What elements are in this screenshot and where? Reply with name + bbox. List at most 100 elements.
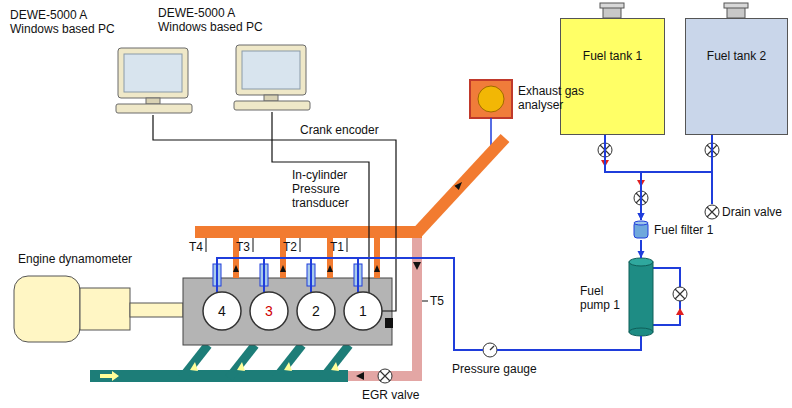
thermocouple bbox=[253, 238, 254, 252]
part-label: Crank encoder bbox=[300, 123, 379, 137]
intake-runner bbox=[182, 345, 208, 378]
node-text: Fuel tank 2 bbox=[686, 19, 787, 63]
signal-wire bbox=[272, 112, 369, 293]
thermocouple bbox=[422, 301, 428, 302]
fuel-line bbox=[264, 258, 483, 350]
pump-symbol bbox=[629, 328, 653, 336]
egr-valve-symbol bbox=[380, 371, 390, 381]
part-label: T5 bbox=[430, 294, 444, 308]
signal-wire bbox=[153, 115, 396, 311]
egr-valve-symbol bbox=[378, 369, 392, 383]
flow-arrow bbox=[190, 362, 198, 371]
node-text: Pressure gauge bbox=[452, 340, 542, 376]
fuel-line bbox=[712, 135, 713, 204]
pump-symbol bbox=[629, 262, 653, 332]
engine-block bbox=[183, 278, 392, 345]
sample-probe bbox=[490, 118, 492, 147]
part-label: T4 bbox=[189, 240, 203, 254]
node-text: Fuel pump 1 bbox=[580, 258, 625, 312]
intake-runner bbox=[276, 345, 302, 378]
fuel-line bbox=[638, 135, 713, 220]
fuel-line bbox=[711, 135, 713, 204]
flow-arrow bbox=[331, 362, 339, 371]
thermocouple bbox=[206, 238, 207, 252]
fuel-line bbox=[217, 258, 483, 350]
node-text: 1 bbox=[343, 291, 383, 331]
tank-cap bbox=[600, 3, 624, 8]
analyser-dial bbox=[478, 86, 504, 112]
flow-arrow bbox=[454, 182, 462, 190]
flow-arrow bbox=[100, 371, 119, 381]
node-text: 2 bbox=[296, 291, 336, 331]
computer: DEWE-5000 A Windows based PC bbox=[155, 4, 315, 112]
part-label: EGR valve bbox=[362, 388, 419, 402]
fuel-line bbox=[605, 135, 645, 220]
arrow-head bbox=[638, 213, 645, 220]
monitor-case bbox=[118, 48, 188, 98]
part-label: In-cylinder Pressure transducer bbox=[292, 168, 368, 210]
cylinder-outline bbox=[344, 292, 382, 330]
thermocouple bbox=[347, 238, 348, 252]
cylinder-outline bbox=[203, 292, 241, 330]
node-text: DEWE-5000 A Windows based PC bbox=[8, 6, 115, 36]
fuel-line bbox=[638, 240, 645, 258]
flow-arrow bbox=[413, 262, 421, 270]
flow-arrow bbox=[676, 308, 684, 315]
fuel-line bbox=[605, 135, 641, 220]
node-text: DEWE-5000 A Windows based PC bbox=[155, 4, 263, 34]
exhaust-pipe bbox=[416, 138, 505, 234]
flow-arrow bbox=[356, 372, 364, 380]
flow-arrow bbox=[233, 265, 239, 272]
monitor-case bbox=[236, 45, 306, 95]
dynamometer-body bbox=[80, 288, 130, 330]
fuel-line bbox=[311, 258, 483, 350]
drive-shaft bbox=[130, 303, 183, 317]
flow-arrow bbox=[327, 265, 333, 272]
label-anchor: Crank encoder bbox=[300, 123, 379, 137]
cylinder: 1 bbox=[343, 291, 383, 331]
drain-valve: Drain valve bbox=[704, 204, 788, 220]
exhaust-manifold bbox=[195, 226, 422, 238]
gauge-symbol bbox=[483, 343, 497, 357]
cylinder: 3 bbox=[249, 291, 289, 331]
monitor-screen bbox=[242, 51, 300, 89]
fuel-line bbox=[497, 336, 641, 350]
pump-symbol bbox=[629, 258, 653, 266]
engine-dynamometer: Engine dynamometer bbox=[12, 252, 184, 344]
cylinder: 2 bbox=[296, 291, 336, 331]
flow-arrow bbox=[237, 362, 245, 371]
label-anchor: T2 bbox=[283, 240, 297, 254]
cylinder-outline bbox=[297, 292, 335, 330]
monitor-screen bbox=[124, 54, 182, 92]
flow-arrow bbox=[374, 265, 380, 272]
flow-arrow bbox=[280, 265, 286, 272]
intake-manifold bbox=[90, 370, 348, 382]
keyboard bbox=[116, 104, 192, 113]
tank-cap bbox=[727, 7, 745, 18]
analyser-box bbox=[470, 80, 512, 118]
valve-symbol bbox=[673, 287, 687, 301]
label-anchor: T4 bbox=[189, 240, 203, 254]
intake-runner bbox=[323, 345, 349, 378]
drain-valve-symbol bbox=[705, 205, 719, 219]
fuel-line bbox=[264, 258, 483, 350]
signal-wire bbox=[272, 112, 369, 293]
fuel-line bbox=[311, 258, 483, 350]
arrow-head bbox=[638, 213, 645, 220]
part-label: T2 bbox=[283, 240, 297, 254]
node-text: Engine dynamometer bbox=[18, 252, 184, 266]
drain-valve-symbol bbox=[707, 207, 717, 217]
cylinder-outline bbox=[250, 292, 288, 330]
intake-runner bbox=[229, 345, 255, 378]
gauge-needle bbox=[490, 346, 494, 350]
fuel-line bbox=[641, 135, 712, 220]
fuel-tank: Fuel tank 1 bbox=[560, 18, 665, 135]
part-label: T3 bbox=[236, 240, 250, 254]
label-anchor: In-cylinder Pressure transducer bbox=[292, 168, 368, 210]
flow-arrow bbox=[284, 362, 292, 371]
fuel-pump: Fuel pump 1 bbox=[580, 258, 655, 336]
thermocouple bbox=[300, 238, 301, 252]
valve-symbol bbox=[675, 289, 685, 299]
